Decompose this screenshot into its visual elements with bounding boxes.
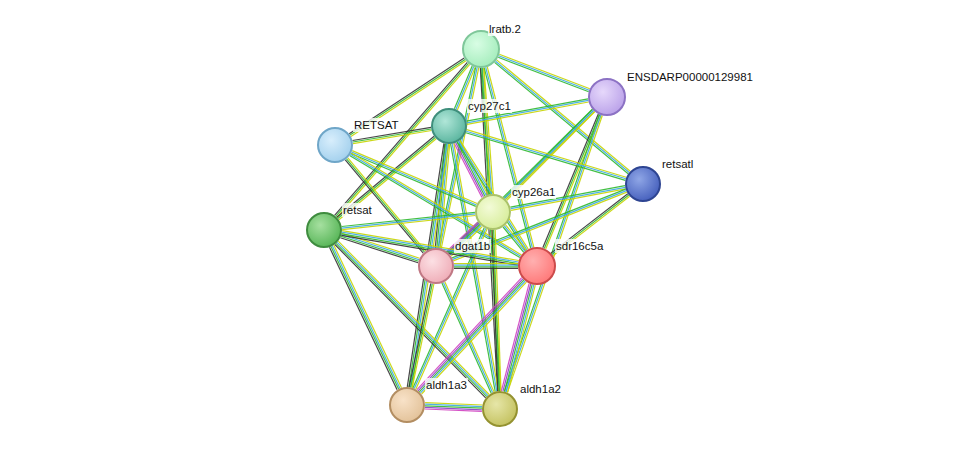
protein-node: RETSAT [317,127,353,163]
edge-strand [352,151,477,204]
edge-strand [508,285,536,392]
edge-strand [459,141,487,195]
edge-strand [454,268,518,269]
edge-strand [501,284,529,391]
edge-strand [553,196,630,255]
interaction-edge [454,264,518,269]
edge-strand [466,99,588,121]
edge-strand [342,216,475,230]
protein-node: retsat [306,212,342,248]
edge-strand [454,266,518,267]
edge-strand [353,131,432,144]
interaction-edge [495,60,631,174]
edge-strand [466,133,626,181]
interaction-edge [466,99,588,124]
edge-strand [466,131,626,179]
edge-strand [421,281,526,393]
interaction-edge [330,245,402,390]
protein-node: aldh1a2 [482,391,518,427]
edge-strand [506,225,527,250]
edge-strand [412,284,434,388]
node-circle [482,391,518,427]
node-circle [317,127,353,163]
edge-strand [337,64,470,217]
node-label: aldh1a2 [519,382,562,396]
edge-strand [335,245,486,398]
interaction-edge [454,141,487,198]
protein-node: retsatl [625,166,661,202]
edge-strand [495,62,628,173]
node-label: retsat [342,203,373,217]
interaction-edge [451,143,499,391]
protein-node: cyp26a1 [475,194,511,230]
edge-strand [425,409,482,411]
edge-strand [454,265,518,266]
node-label: ENSDARP00000129981 [626,70,754,84]
edge-strand [499,54,590,88]
edge-strand [552,195,629,254]
node-circle [418,248,454,284]
edge-strand [503,284,531,391]
node-circle [431,108,467,144]
edge-strand [505,284,533,391]
edge-strand [334,245,402,388]
edge-strand [546,115,602,249]
protein-node: dgat1b [418,248,454,284]
edge-strand [332,246,400,389]
node-label: RETSAT [353,118,400,132]
node-label: sdr16c5a [555,239,604,253]
node-label: cyp27c1 [467,99,512,113]
edge-strand [551,194,628,253]
node-label: lratb.2 [488,22,522,36]
edge-strand [445,282,494,392]
node-circle [475,194,511,230]
edge-strand [422,282,527,394]
protein-node: aldh1a3 [389,387,425,423]
edge-strand [351,154,476,207]
edge-strand [503,227,524,252]
node-label: cyp26a1 [511,185,556,199]
node-circle [588,78,626,116]
node-circle [518,247,556,285]
interaction-edge [501,284,535,393]
edge-strand [352,152,477,205]
interaction-edge [409,283,434,387]
edge-strand [467,130,627,178]
node-label: aldh1a3 [425,378,468,392]
edge-strand [411,284,433,388]
edge-strand [496,61,630,172]
node-label: dgat1b [454,239,491,253]
edge-strand [454,263,518,264]
interaction-edge [351,151,477,207]
interaction-edge [503,225,526,252]
protein-node: lratb.2 [462,30,500,68]
protein-node: sdr16c5a [518,247,556,285]
node-circle [625,166,661,202]
edge-strand [409,283,431,387]
interaction-edge [438,67,479,248]
interaction-edge [425,403,482,412]
edge-strand [504,226,525,251]
node-label: retsatl [661,157,694,171]
interaction-edge [466,130,626,181]
node-circle [389,387,425,423]
protein-node: cyp27c1 [431,108,467,144]
edge-strand [506,285,534,392]
protein-node: ENSDARP00000129981 [588,78,626,116]
node-circle [306,212,342,248]
